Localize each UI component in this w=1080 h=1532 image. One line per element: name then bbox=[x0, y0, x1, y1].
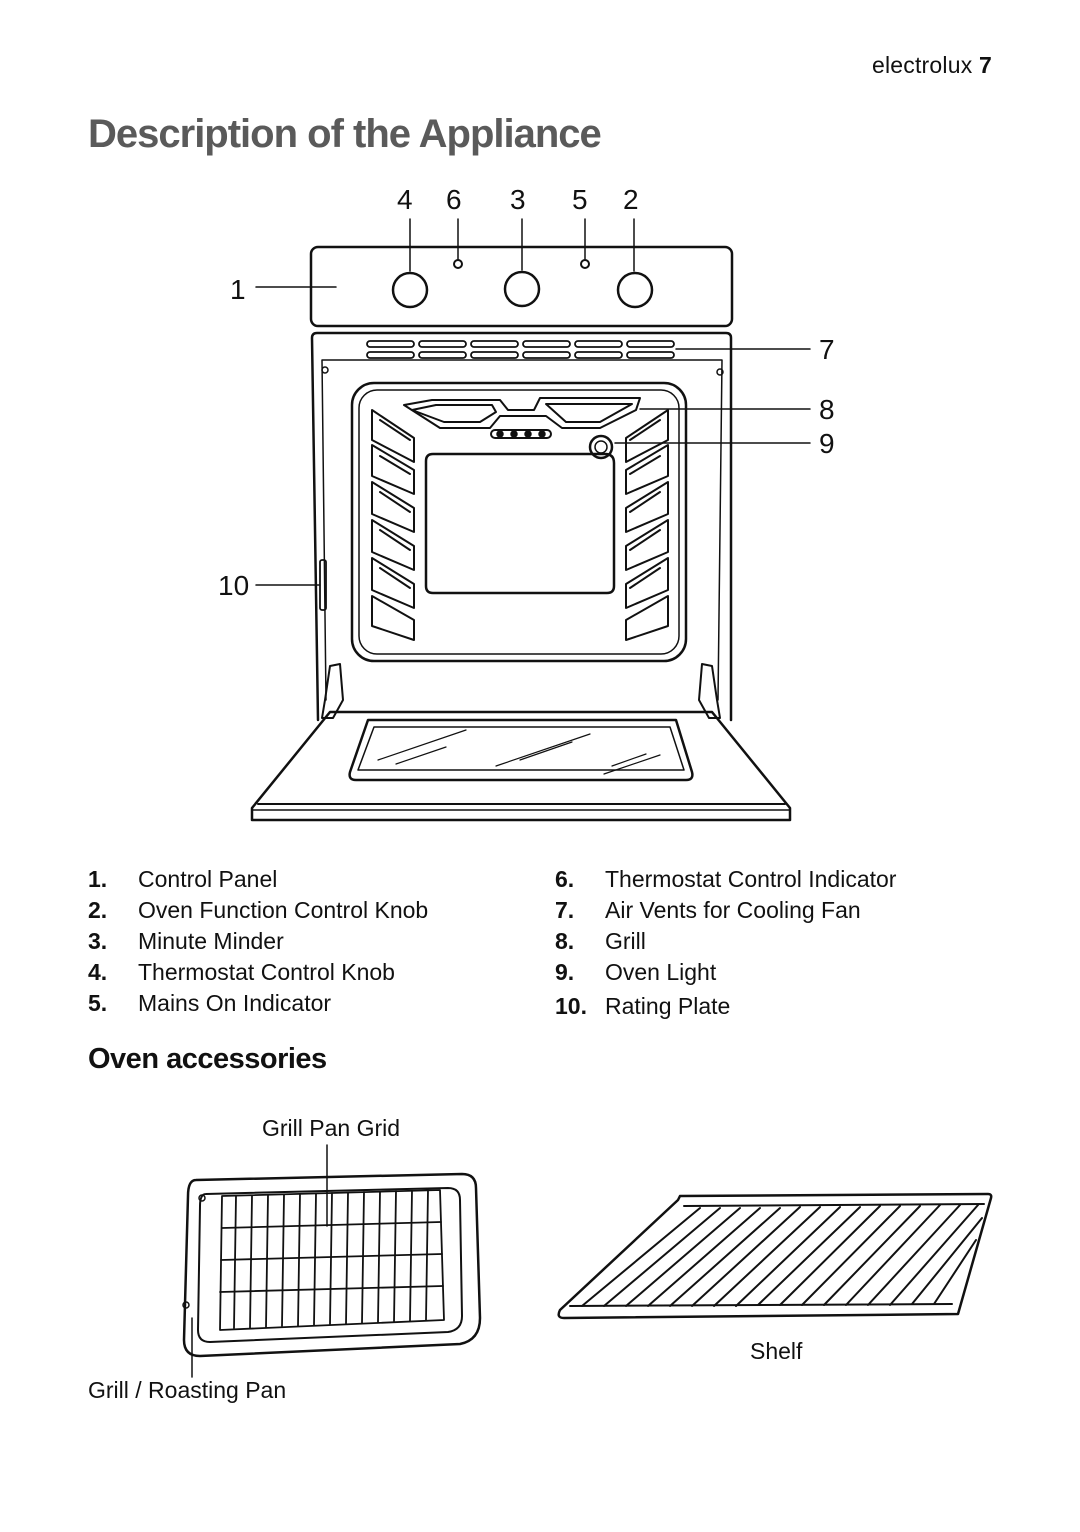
page-title: Description of the Appliance bbox=[88, 112, 602, 156]
callout-1: 1 bbox=[230, 274, 246, 305]
page-header: electrolux 7 bbox=[872, 52, 992, 79]
section-title: Oven accessories bbox=[88, 1043, 327, 1075]
legend-item: 4.Thermostat Control Knob bbox=[88, 959, 395, 985]
callout-8: 8 bbox=[819, 394, 835, 425]
function-knob bbox=[616, 271, 654, 309]
oven-body-drawing bbox=[250, 331, 792, 822]
minute-minder-knob bbox=[503, 270, 541, 308]
legend-item: 8.Grill bbox=[555, 928, 646, 954]
shelf-drawing bbox=[557, 1192, 993, 1320]
callout-3: 3 bbox=[510, 184, 526, 215]
callout-2: 2 bbox=[623, 184, 639, 215]
mains-indicator bbox=[580, 259, 590, 269]
legend-item: 1.Control Panel bbox=[88, 866, 278, 892]
callout-6: 6 bbox=[446, 184, 462, 215]
callout-7: 7 bbox=[819, 334, 835, 365]
legend-item: 10.Rating Plate bbox=[555, 993, 731, 1019]
roasting-pan-label: Grill / Roasting Pan bbox=[88, 1377, 287, 1403]
callout-9: 9 bbox=[819, 428, 835, 459]
shelf-label: Shelf bbox=[750, 1338, 803, 1364]
legend-item: 7.Air Vents for Cooling Fan bbox=[555, 897, 861, 923]
grill-pan-grid-drawing bbox=[219, 1189, 445, 1331]
callout-10: 10 bbox=[218, 570, 250, 601]
legend-item: 3.Minute Minder bbox=[88, 928, 284, 954]
grill-pan-grid-label: Grill Pan Grid bbox=[262, 1115, 401, 1141]
thermostat-knob bbox=[391, 271, 429, 309]
legend-item: 5.Mains On Indicator bbox=[88, 990, 332, 1016]
legend-item: 2.Oven Function Control Knob bbox=[88, 897, 429, 923]
callout-5: 5 bbox=[572, 184, 588, 215]
legend-item: 6.Thermostat Control Indicator bbox=[555, 866, 897, 892]
brand-name: electrolux bbox=[871, 52, 973, 78]
thermostat-indicator bbox=[453, 259, 463, 269]
roasting-pan-drawing bbox=[182, 1172, 482, 1358]
legend-item: 9.Oven Light bbox=[555, 959, 717, 985]
page-number: 7 bbox=[979, 52, 992, 78]
callout-4: 4 bbox=[397, 184, 413, 215]
